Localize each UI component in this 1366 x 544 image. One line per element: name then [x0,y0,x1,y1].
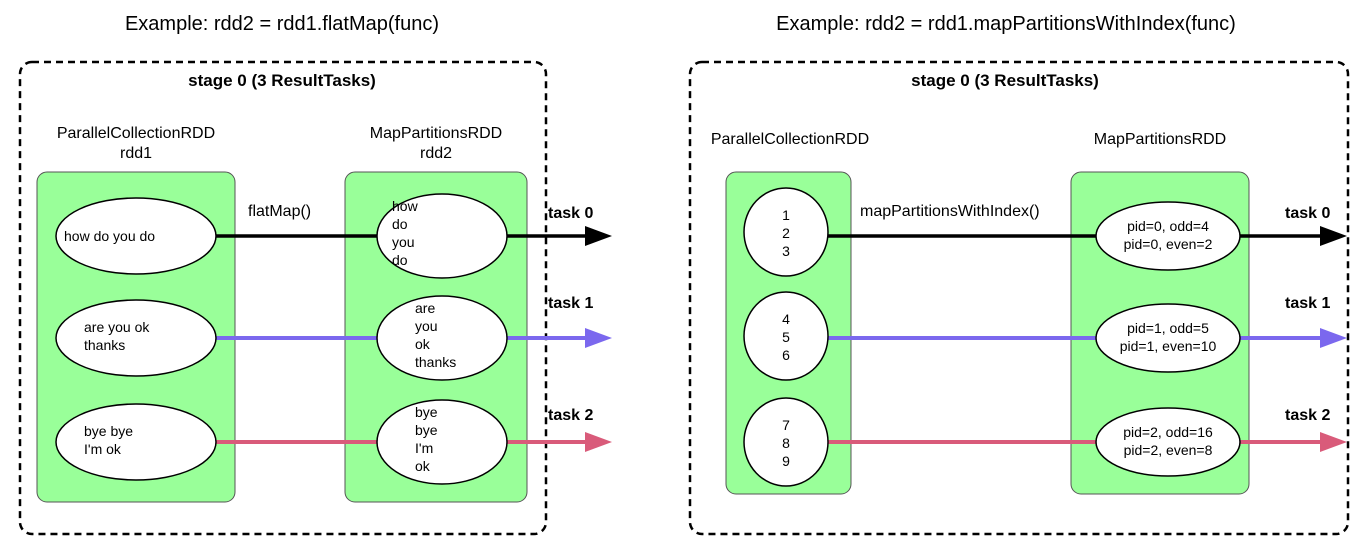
left-diagram: Example: rdd2 = rdd1.flatMap(func) stage… [18,13,612,536]
left-input-text: thanks [84,337,125,353]
left-output-text: are [415,300,435,316]
right-input-text: 6 [782,347,790,363]
left-rdd1-name: rdd1 [120,145,152,162]
right-arrowhead-2 [1320,432,1347,452]
left-output-partition-1 [376,295,508,381]
left-output-text: bye [415,422,438,438]
right-output-text: pid=1, odd=5 [1127,320,1209,336]
right-output-partition-1 [1095,303,1241,373]
right-input-partition-0 [743,187,829,277]
right-op-label: mapPartitionsWithIndex() [860,203,1040,220]
left-input-text: are you ok [84,319,150,335]
right-input-text: 2 [782,225,790,241]
left-task-label-2: task 2 [548,407,593,424]
left-output-text: thanks [415,354,456,370]
left-example-title: Example: rdd2 = rdd1.flatMap(func) [125,13,439,35]
right-input-text: 9 [782,453,790,469]
right-output-text: pid=1, even=10 [1120,338,1217,354]
right-output-partition-2 [1095,407,1241,477]
right-input-text: 7 [782,417,790,433]
right-rdd2-type: MapPartitionsRDD [1094,131,1226,148]
right-input-text: 8 [782,435,790,451]
left-stage-label: stage 0 (3 ResultTasks) [188,71,376,90]
right-task-label-2: task 2 [1285,407,1330,424]
left-rdd2-type: MapPartitionsRDD [370,125,502,142]
right-stage-box [688,60,1350,536]
left-output-text: ok [415,458,431,474]
right-task-label-1: task 1 [1285,295,1330,312]
right-diagram: Example: rdd2 = rdd1.mapPartitionsWithIn… [688,13,1350,536]
left-rdd2-name: rdd2 [420,145,452,162]
left-arrowhead-2 [585,432,612,452]
left-op-label: flatMap() [248,203,311,220]
right-input-text: 5 [782,329,790,345]
right-input-text: 1 [782,207,790,223]
right-rdd1-type: ParallelCollectionRDD [711,131,869,148]
left-output-text: you [392,234,415,250]
left-task-label-0: task 0 [548,205,593,222]
right-input-partition-1 [743,291,829,381]
right-input-partition-2 [743,397,829,487]
left-output-text: how [392,198,419,214]
right-output-partition-0 [1095,201,1241,271]
right-output-text: pid=2, even=8 [1124,442,1213,458]
right-arrowhead-0 [1320,226,1347,246]
right-output-text: pid=0, even=2 [1124,236,1213,252]
left-input-text: how do you do [64,228,155,244]
left-task-label-1: task 1 [548,295,593,312]
left-input-text: I'm ok [84,441,122,457]
left-output-text: bye [415,404,438,420]
right-example-title: Example: rdd2 = rdd1.mapPartitionsWithIn… [776,13,1236,35]
right-task-label-0: task 0 [1285,205,1330,222]
left-arrowhead-0 [585,226,612,246]
left-rdd1-type: ParallelCollectionRDD [57,125,215,142]
left-input-partition-2 [55,403,217,481]
left-input-partition-0 [55,197,217,275]
right-stage-label: stage 0 (3 ResultTasks) [911,71,1099,90]
right-input-text: 4 [782,311,790,327]
left-output-partition-0 [376,193,508,279]
left-output-text: do [392,216,408,232]
left-output-text: I'm [415,440,433,456]
left-output-text: do [392,252,408,268]
left-output-text: you [415,318,438,334]
left-output-text: ok [415,336,431,352]
left-input-text: bye bye [84,423,133,439]
right-output-text: pid=2, odd=16 [1123,424,1213,440]
right-output-text: pid=0, odd=4 [1127,218,1209,234]
right-input-text: 3 [782,243,790,259]
left-stage-box [18,60,548,536]
left-output-partition-2 [376,399,508,485]
left-arrowhead-1 [585,328,612,348]
left-input-partition-1 [55,299,217,377]
right-arrowhead-1 [1320,328,1347,348]
